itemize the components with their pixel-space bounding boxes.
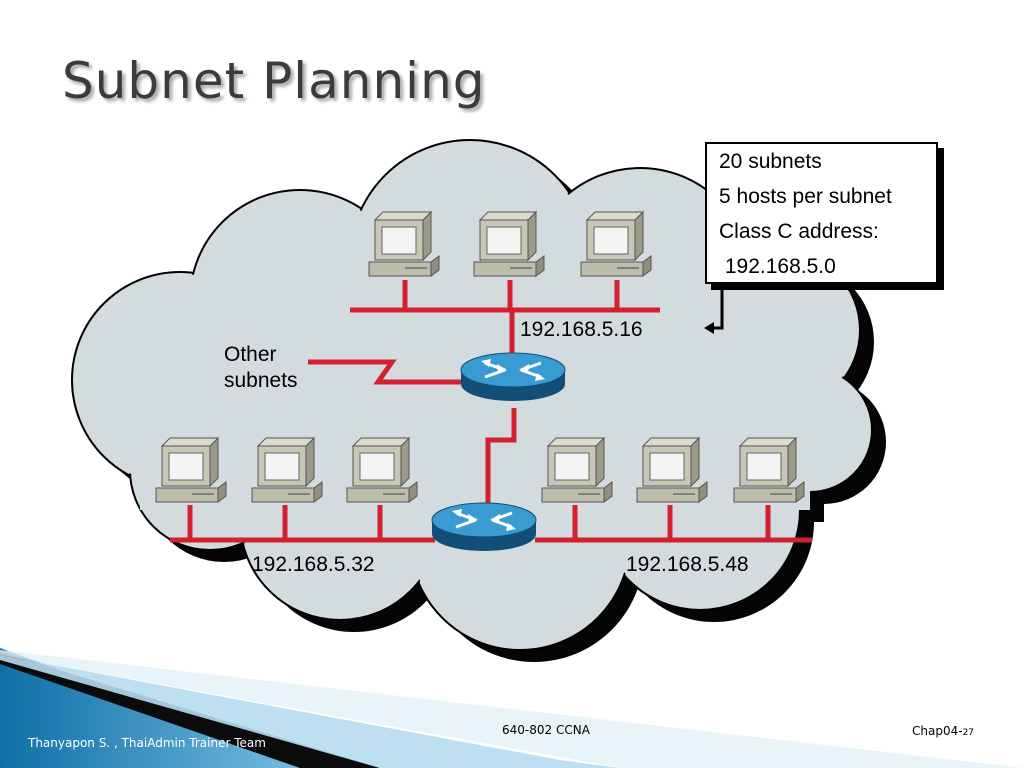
footer-author: Thanyapon S. , ThaiAdmin Trainer Team [28,736,266,750]
info-hosts: 5 hosts per subnet [719,185,892,208]
footer-course: 640-802 CCNA [502,723,590,737]
footer-chapter-label: Chap04- [912,724,963,738]
other-subnets-line1: Other [224,343,277,366]
pc-icon-left-2 [251,437,323,503]
info-address: 192.168.5.0 [719,255,836,278]
right-subnet-label: 192.168.5.48 [626,553,749,576]
router-icon-top [459,351,567,403]
pc-icon-left-3 [346,437,418,503]
callout-arrow [704,282,724,334]
pc-icon-top-2 [473,211,545,277]
footer-chapter: Chap04-27 [912,724,974,738]
info-class: Class C address: [719,220,879,243]
router-icon-bottom [430,501,538,553]
pc-icon-right-3 [733,437,805,503]
pc-icon-right-1 [541,437,613,503]
top-subnet-label: 192.168.5.16 [520,318,643,341]
pc-icon-right-2 [636,437,708,503]
pc-icon-top-3 [580,211,652,277]
slide-title: Subnet Planning [62,52,486,110]
other-subnets-label: Other subnets [224,342,298,394]
other-subnets-link [308,359,462,385]
other-subnets-line2: subnets [224,369,298,392]
info-subnets: 20 subnets [719,150,822,173]
pc-icon-top-1 [368,211,440,277]
router-router-link [485,408,517,505]
left-subnet-label: 192.168.5.32 [252,553,375,576]
footer-page-number: 27 [962,728,975,738]
network-links [170,280,812,543]
info-box: 20 subnets 5 hosts per subnet Class C ad… [705,142,938,284]
pc-icon-left-1 [155,437,227,503]
